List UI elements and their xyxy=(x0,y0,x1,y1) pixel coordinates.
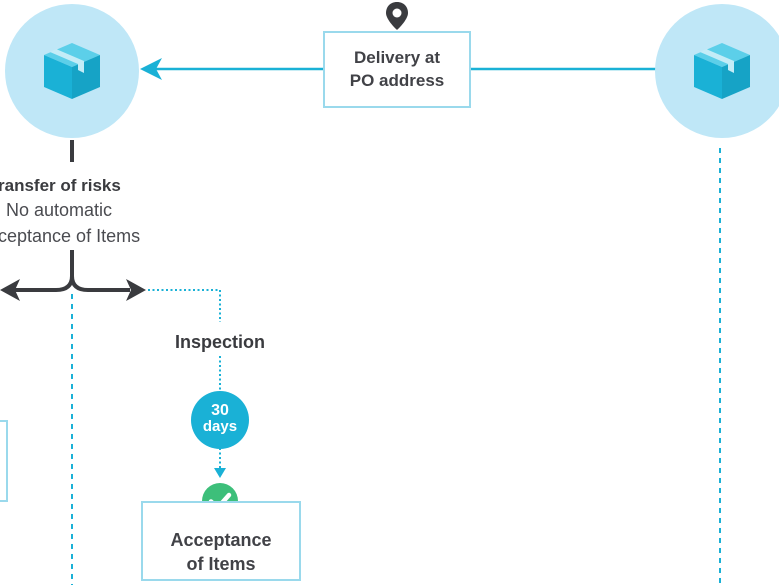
brace-line xyxy=(14,275,130,292)
duration-badge: 30 days xyxy=(191,391,249,449)
transfer-of-risks-title: ransfer of risks xyxy=(0,176,121,195)
arrow-down-icon xyxy=(214,468,226,478)
badge-number: 30 xyxy=(211,402,229,419)
location-pin-icon xyxy=(384,1,410,31)
inspection-label: Inspection xyxy=(174,332,265,352)
partial-left-box xyxy=(0,420,8,502)
transfer-line2: ceptance of Items xyxy=(0,226,141,246)
arrow-left-icon xyxy=(140,58,162,80)
arrow-left-icon xyxy=(0,279,20,301)
right-package-node xyxy=(655,4,779,138)
acceptance-of-items-box: Acceptance of Items xyxy=(141,501,301,581)
badge-unit: days xyxy=(202,418,238,435)
delivery-box-line2: PO address xyxy=(349,71,445,90)
delivery-at-po-address-box: Delivery at PO address xyxy=(323,31,471,108)
package-box-icon xyxy=(44,43,100,99)
acceptance-box-line1: Acceptance xyxy=(170,530,272,550)
package-box-icon xyxy=(694,43,750,99)
delivery-box-line1: Delivery at xyxy=(354,48,440,67)
arrow-right-icon xyxy=(126,279,146,301)
transfer-line1: No automatic xyxy=(6,200,113,220)
left-package-node xyxy=(5,4,139,138)
acceptance-box-line2: of Items xyxy=(186,554,256,574)
